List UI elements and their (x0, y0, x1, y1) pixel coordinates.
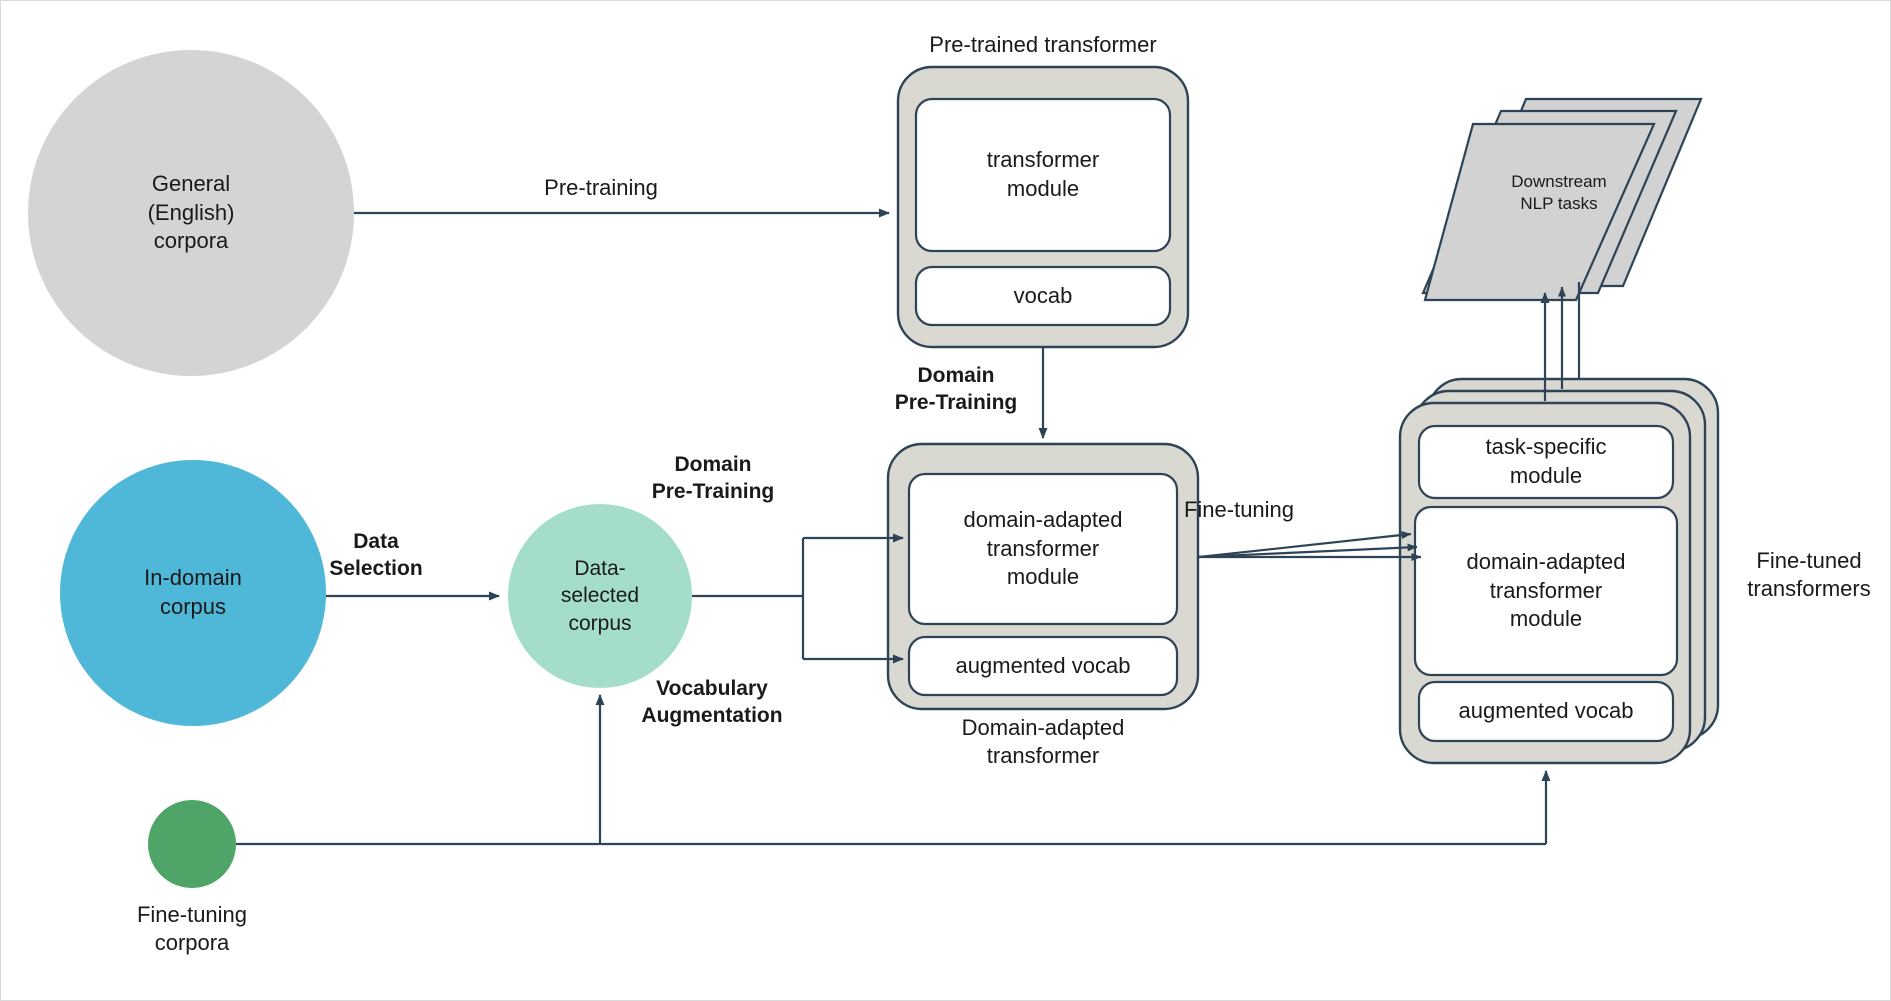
domain-adapted-module-label: domain-adapted transformer module (963, 507, 1123, 590)
augmented-vocab-box-label-wrap: augmented vocab (909, 637, 1177, 695)
transformer-module-label: transformer module (986, 147, 1100, 201)
node-pretrained-transformer (896, 65, 1190, 349)
edge-fine-tuning-1 (1198, 531, 1412, 559)
node-fine-tuned-transformers-stack (1398, 377, 1720, 765)
vocab-box-label-wrap: vocab (916, 267, 1170, 325)
edge-fine-tuning-2 (1198, 543, 1418, 559)
in-domain-corpus-label: In-domain corpus (144, 565, 242, 619)
task-specific-module-label: task-specific module (1485, 434, 1607, 488)
ft-domain-adapted-module-box-label-wrap: domain-adapted transformer module (1415, 507, 1677, 675)
domain-adapted-module-box-label-wrap: domain-adapted transformer module (909, 474, 1177, 624)
vocab-label: vocab (1013, 282, 1073, 308)
data-selected-corpus-label-wrap: Data- selected corpus (508, 504, 692, 688)
node-fine-tuning-corpora (148, 800, 236, 888)
node-in-domain-corpus (60, 460, 326, 726)
node-data-selected-corpus (508, 504, 692, 688)
node-domain-adapted-transformer (886, 442, 1200, 711)
in-domain-corpus-label-wrap: In-domain corpus (60, 460, 326, 726)
data-selected-corpus-label: Data- selected corpus (560, 557, 640, 635)
general-corpora-label: General (English) corpora (147, 171, 235, 254)
transformer-module-box-label-wrap: transformer module (916, 99, 1170, 251)
ft-domain-adapted-module-label: domain-adapted transformer module (1466, 549, 1626, 632)
general-corpora-label-wrap: General (English) corpora (28, 50, 354, 376)
node-general-corpora (28, 50, 354, 376)
ft-augmented-vocab-label: augmented vocab (1458, 698, 1634, 724)
task-specific-module-box-label-wrap: task-specific module (1419, 426, 1673, 498)
augmented-vocab-label: augmented vocab (955, 652, 1131, 678)
ft-augmented-vocab-box-label-wrap: augmented vocab (1419, 682, 1673, 741)
node-downstream-tasks-stack (1421, 97, 1703, 302)
